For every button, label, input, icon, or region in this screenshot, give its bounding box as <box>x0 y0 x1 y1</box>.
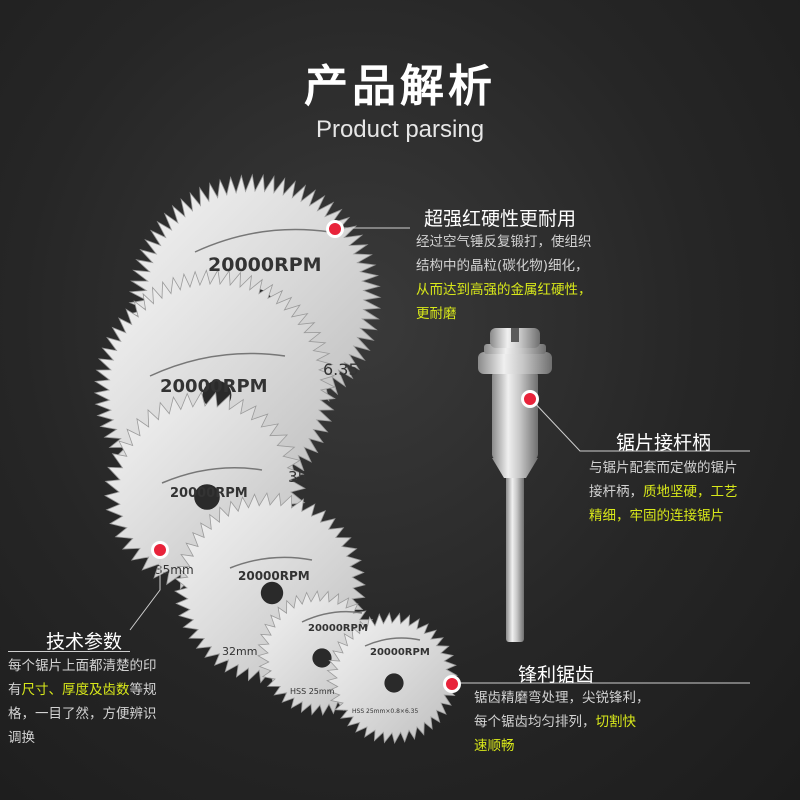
blade2-rpm-label: 20000RPM <box>160 376 268 397</box>
blade4-size-label: 32mm <box>222 645 257 658</box>
feature-desc-specs: 每个锯片上面都清楚的印 有尺寸、厚度及齿数等规 格，一目了然，方便辨识 调换 <box>8 658 157 746</box>
rotation-arrow-icon <box>194 228 331 253</box>
blade3-size-label: 35mm <box>155 563 194 577</box>
rotation-arrow-icon <box>364 637 421 647</box>
arbor-hole <box>384 673 404 693</box>
feature-heading-teeth: 锋利锯齿 <box>518 664 595 686</box>
blade5-size-label: HSS 25mm <box>290 687 335 696</box>
marker-dot-specs <box>151 541 169 559</box>
page-subtitle: Product parsing <box>315 116 485 143</box>
blade4-rpm-label: 20000RPM <box>238 569 310 583</box>
blade3-rpm-label: 20000RPM <box>170 486 248 501</box>
feature-desc-teeth: 锯齿精磨弯处理，尖锐锋利， 每个锯齿均匀排列，切割快 速顺畅 <box>474 690 650 754</box>
divider <box>8 651 130 652</box>
mandrel <box>478 328 552 642</box>
feature-desc-hardness: 经过空气锤反复锻打，使组织 结构中的晶粒(碳化物)细化， 从而达到高强的金属红硬… <box>416 234 592 322</box>
feature-desc-mandrel: 与锯片配套而定做的锯片 接杆柄，质地坚硬，工艺 精细，牢固的连接锯片 <box>589 460 738 524</box>
blade1-rpm-label: 20000RPM <box>208 254 322 276</box>
arbor-hole <box>194 484 220 510</box>
blade2-size-label: 35 <box>288 468 307 486</box>
arbor-hole <box>312 648 332 668</box>
page-title: 产品解析 <box>304 61 496 112</box>
rotation-arrow-icon <box>229 556 313 569</box>
blade1-size-label: 6.35 <box>323 360 359 379</box>
marker-dot-mandrel <box>521 390 539 408</box>
leader-line-specs <box>129 550 161 631</box>
blade5-rpm-label: 20000RPM <box>308 623 368 634</box>
feature-heading-specs: 技术参数 <box>46 631 123 653</box>
feature-heading-mandrel: 锯片接杆柄 <box>616 432 712 454</box>
rotation-arrow-icon <box>301 610 363 623</box>
blade6-size-label: HSS 25mm×0.8×6.35 <box>352 708 418 715</box>
blade6-rpm-label: 20000RPM <box>370 647 430 658</box>
leader-line-mandrel <box>529 397 750 452</box>
marker-dot-teeth <box>443 675 461 693</box>
feature-heading-hardness: 超强红硬性更耐用 <box>424 208 577 230</box>
arbor-hole <box>260 581 284 605</box>
rotation-arrow-icon <box>161 467 263 484</box>
marker-dot-hardness <box>326 220 344 238</box>
rotation-arrow-icon <box>149 352 286 377</box>
